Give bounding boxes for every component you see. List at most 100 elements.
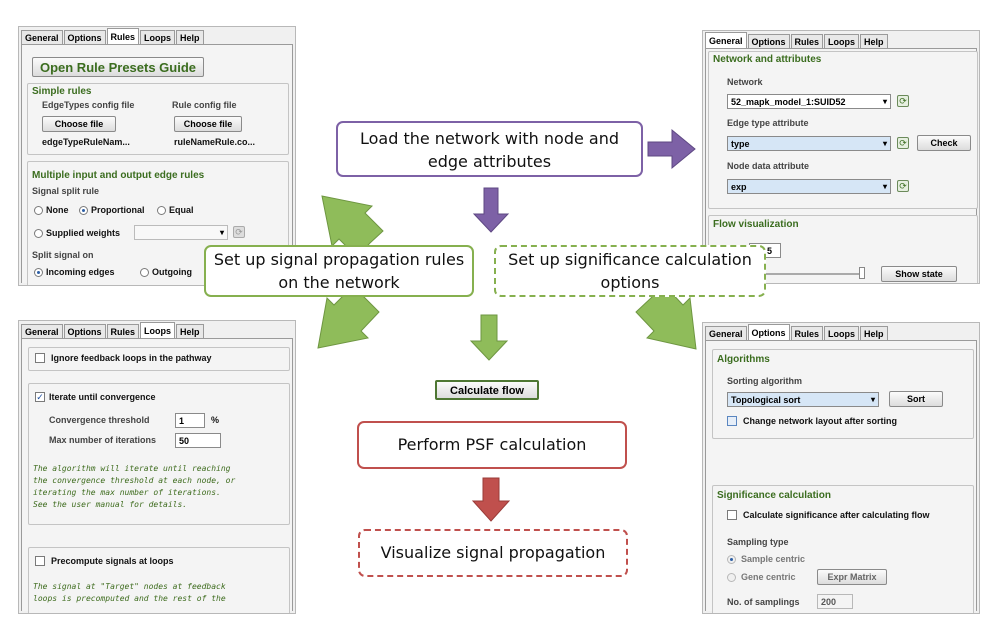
precompute-checkbox[interactable] xyxy=(35,556,45,566)
callout-load-line2: edge attributes xyxy=(427,152,552,171)
precompute-note: The signal at "Target" nodes at feedback… xyxy=(33,582,226,603)
tab-rules[interactable]: Rules xyxy=(790,34,824,49)
tab-help[interactable]: Help xyxy=(176,30,204,45)
radio-equal[interactable] xyxy=(157,206,166,215)
refresh-network-icon[interactable]: ⟳ xyxy=(897,95,909,107)
tab-options[interactable]: Options xyxy=(747,34,790,49)
conv-unit: % xyxy=(211,415,220,425)
max-iter-label: Max number of iterations xyxy=(49,435,157,445)
edge-type-value: type xyxy=(731,139,750,149)
tab-loops[interactable]: Loops xyxy=(824,326,860,341)
node-data-dropdown[interactable]: exp▾ xyxy=(727,179,891,194)
tab-help[interactable]: Help xyxy=(860,326,888,341)
refresh-icon[interactable]: ⟳ xyxy=(233,226,245,238)
flow-slider-thumb[interactable] xyxy=(859,267,865,279)
num-samplings-label: No. of samplings xyxy=(727,597,800,607)
edge-type-label: Edge type attribute xyxy=(727,118,809,128)
radio-incoming-edges[interactable] xyxy=(34,268,43,277)
radio-none[interactable] xyxy=(34,206,43,215)
callout-propagation-rules: Set up signal propagation rules on the n… xyxy=(204,245,474,297)
rules-panel-tabs: General Options Rules Loops Help xyxy=(21,28,205,46)
precompute-label: Precompute signals at loops xyxy=(51,556,174,566)
tab-rules[interactable]: Rules xyxy=(106,28,140,46)
radio-proportional-label: Proportional xyxy=(91,205,145,215)
max-iter-value: 50 xyxy=(179,436,190,446)
tab-general[interactable]: General xyxy=(21,324,63,339)
tab-rules[interactable]: Rules xyxy=(106,324,140,339)
edge-type-dropdown[interactable]: type ▾ xyxy=(727,136,891,151)
max-iter-field[interactable]: 50 xyxy=(175,433,221,448)
flow-slider-track[interactable] xyxy=(749,273,859,275)
network-dropdown[interactable]: 52_mapk_model_1:SUID52▾ xyxy=(727,94,891,109)
chevron-down-icon: ▾ xyxy=(219,228,224,237)
radio-equal-label: Equal xyxy=(169,205,194,215)
conv-threshold-label: Convergence threshold xyxy=(49,415,150,425)
tab-loops[interactable]: Loops xyxy=(140,30,176,45)
chevron-down-icon: ▾ xyxy=(882,139,887,148)
algorithms-group: Algorithms Sorting algorithm Topological… xyxy=(712,349,974,439)
open-rule-presets-button[interactable]: Open Rule Presets Guide xyxy=(32,57,204,77)
refresh-edge-type-icon[interactable]: ⟳ xyxy=(897,137,909,149)
ignore-feedback-checkbox[interactable] xyxy=(35,353,45,363)
rule-file-name: ruleNameRule.co... xyxy=(174,137,256,147)
multi-rules-title: Multiple input and output edge rules xyxy=(32,170,205,181)
tab-loops[interactable]: Loops xyxy=(140,322,176,340)
show-state-button[interactable]: Show state xyxy=(881,266,957,282)
tab-general[interactable]: General xyxy=(705,326,747,341)
network-attributes-group: Network and attributes Network 52_mapk_m… xyxy=(708,51,978,209)
tab-options[interactable]: Options xyxy=(747,324,790,342)
calc-significance-checkbox[interactable] xyxy=(727,510,737,520)
radio-outgoing-label: Outgoing xyxy=(152,267,192,277)
calc-significance-label: Calculate significance after calculating… xyxy=(743,510,930,520)
edge-types-config-label: EdgeTypes config file xyxy=(42,100,135,110)
num-samplings-value: 200 xyxy=(821,597,837,607)
arrow-to-calculate-flow xyxy=(469,314,509,361)
network-value: 52_mapk_model_1:SUID52 xyxy=(731,97,846,107)
tab-general[interactable]: General xyxy=(21,30,63,45)
tab-help[interactable]: Help xyxy=(860,34,888,49)
refresh-node-data-icon[interactable]: ⟳ xyxy=(897,180,909,192)
split-on-label: Split signal on xyxy=(32,250,94,260)
radio-sample-centric[interactable] xyxy=(727,555,736,564)
radio-proportional[interactable] xyxy=(79,206,88,215)
arrow-load-down xyxy=(472,187,510,233)
weights-dropdown[interactable]: ▾ xyxy=(134,225,228,240)
precompute-group: Precompute signals at loops The signal a… xyxy=(28,547,290,613)
tab-help[interactable]: Help xyxy=(176,324,204,339)
choose-edge-file-button[interactable]: Choose file xyxy=(42,116,116,132)
flow-visualization-title: Flow visualization xyxy=(713,219,799,230)
tab-rules[interactable]: Rules xyxy=(790,326,824,341)
tab-general[interactable]: General xyxy=(705,32,747,50)
radio-supplied-weights[interactable] xyxy=(34,229,43,238)
radio-gene-centric[interactable] xyxy=(727,573,736,582)
iterate-checkbox[interactable]: ✓ xyxy=(35,392,45,402)
tab-options[interactable]: Options xyxy=(63,324,106,339)
expr-matrix-button[interactable]: Expr Matrix xyxy=(817,569,887,585)
sort-button[interactable]: Sort xyxy=(889,391,943,407)
callout-psf-text: Perform PSF calculation xyxy=(397,435,587,454)
chevron-down-icon: ▾ xyxy=(870,395,875,404)
choose-rule-file-button[interactable]: Choose file xyxy=(174,116,242,132)
callout-significance: Set up significance calculation options xyxy=(494,245,766,297)
ignore-feedback-group: Ignore feedback loops in the pathway xyxy=(28,347,290,371)
calculate-flow-button[interactable]: Calculate flow xyxy=(435,380,539,400)
options-panel-tabs: General Options Rules Loops Help xyxy=(705,324,889,342)
flow-step-value: 5 xyxy=(767,246,773,256)
sorting-dropdown[interactable]: Topological sort▾ xyxy=(727,392,879,407)
iterate-note: The algorithm will iterate until reachin… xyxy=(33,464,236,509)
tab-loops[interactable]: Loops xyxy=(824,34,860,49)
radio-outgoing-edges[interactable] xyxy=(140,268,149,277)
radio-supplied-label: Supplied weights xyxy=(46,228,121,238)
tab-options[interactable]: Options xyxy=(63,30,106,45)
conv-threshold-field[interactable]: 1 xyxy=(175,413,205,428)
num-samplings-field[interactable]: 200 xyxy=(817,594,853,609)
rules-panel: General Options Rules Loops Help Open Ru… xyxy=(18,26,296,286)
callout-load-network: Load the network with node and edge attr… xyxy=(336,121,643,177)
change-layout-label: Change network layout after sorting xyxy=(743,416,898,426)
options-tab-body: Algorithms Sorting algorithm Topological… xyxy=(705,340,977,613)
change-layout-checkbox[interactable] xyxy=(727,416,737,426)
check-button[interactable]: Check xyxy=(917,135,971,151)
radio-incoming-label: Incoming edges xyxy=(46,267,115,277)
significance-title: Significance calculation xyxy=(717,490,831,501)
arrow-to-visualize xyxy=(471,477,511,522)
